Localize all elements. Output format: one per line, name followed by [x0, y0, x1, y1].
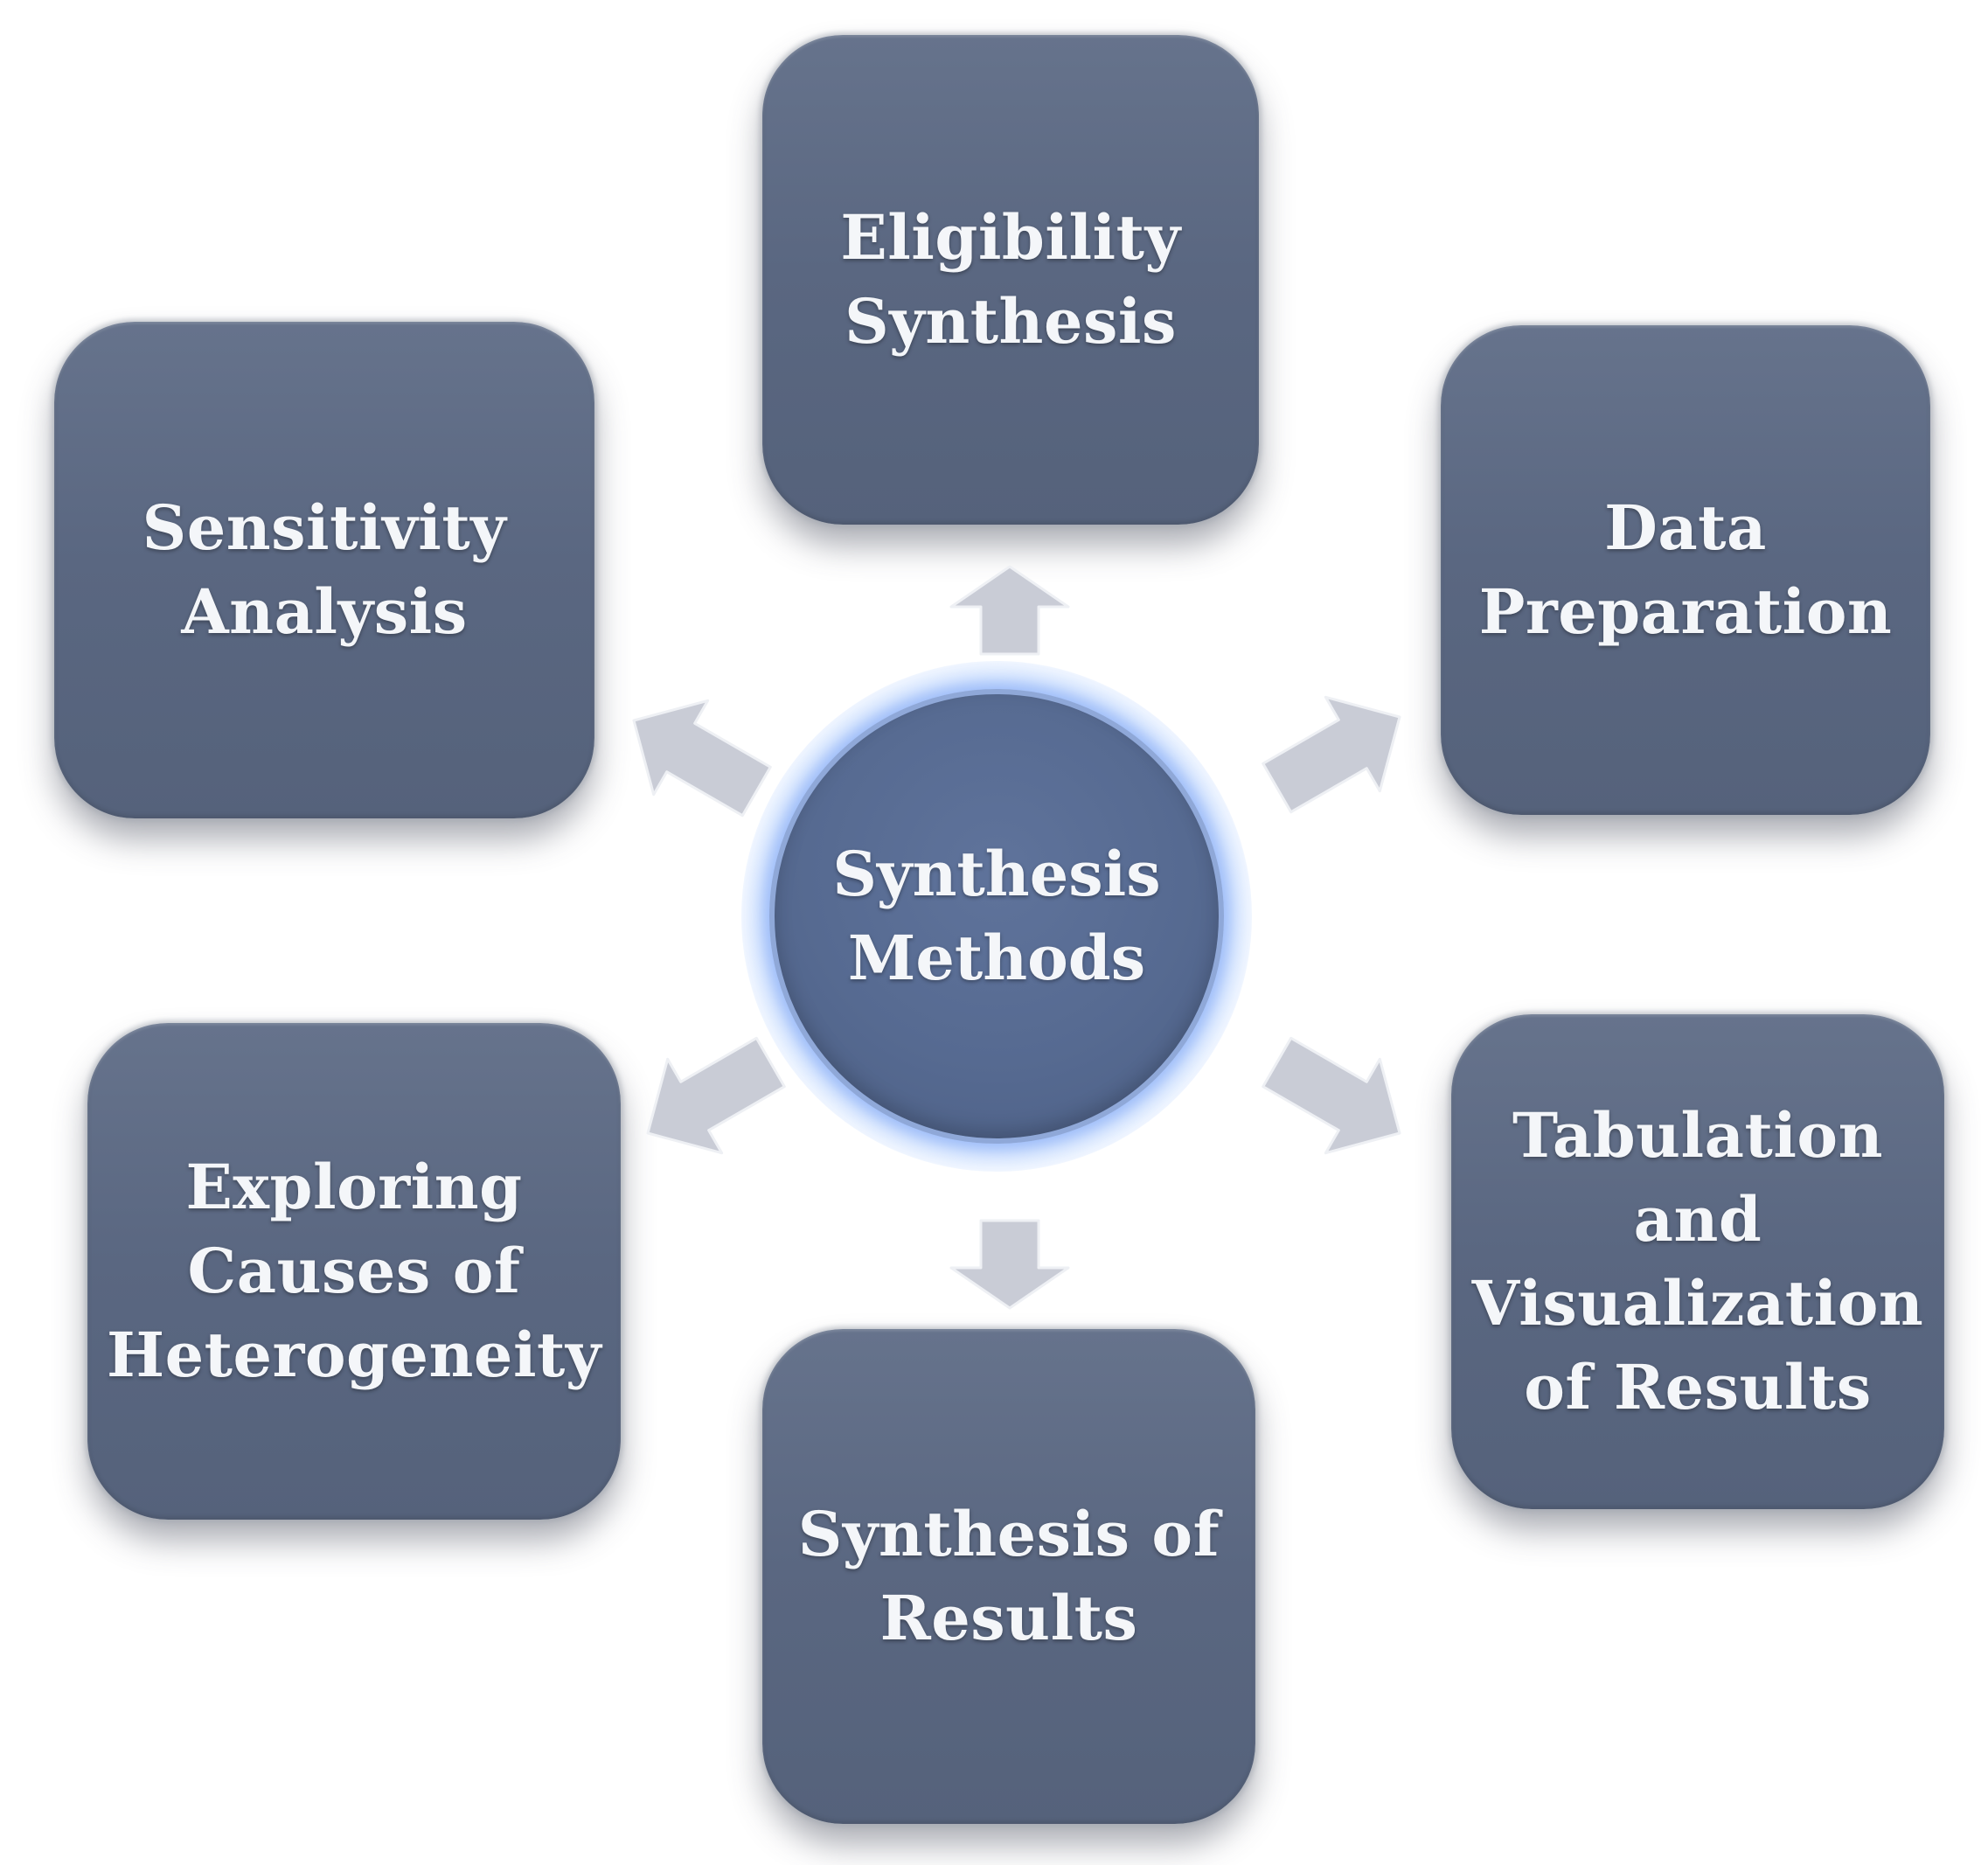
step-label: Tabulation and Visualization of Results: [1471, 1099, 1924, 1423]
arrow-icon: [631, 1032, 789, 1163]
step-eligibility-synthesis: Eligibility Synthesis: [762, 35, 1259, 525]
step-sensitivity-analysis: Sensitivity Analysis: [54, 322, 594, 818]
arrow-icon: [617, 691, 775, 822]
step-label: Synthesis of Results: [797, 1498, 1220, 1654]
step-label: Exploring Causes of Heterogeneity: [106, 1151, 602, 1391]
arrow-icon: [944, 1219, 1075, 1310]
step-label: Sensitivity Analysis: [142, 491, 507, 648]
arrow-icon: [1259, 687, 1416, 818]
step-label: Eligibility Synthesis: [840, 201, 1181, 358]
center-node: Synthesis Methods: [769, 689, 1224, 1144]
step-exploring-heterogeneity: Exploring Causes of Heterogeneity: [87, 1023, 621, 1520]
center-label: Synthesis Methods: [832, 838, 1161, 994]
step-tabulation-visualization: Tabulation and Visualization of Results: [1451, 1014, 1944, 1509]
step-synthesis-of-results: Synthesis of Results: [762, 1329, 1255, 1824]
arrow-icon: [1259, 1032, 1416, 1163]
step-data-preparation: Data Preparation: [1441, 325, 1930, 815]
step-label: Data Preparation: [1478, 491, 1893, 648]
arrow-icon: [944, 565, 1075, 656]
